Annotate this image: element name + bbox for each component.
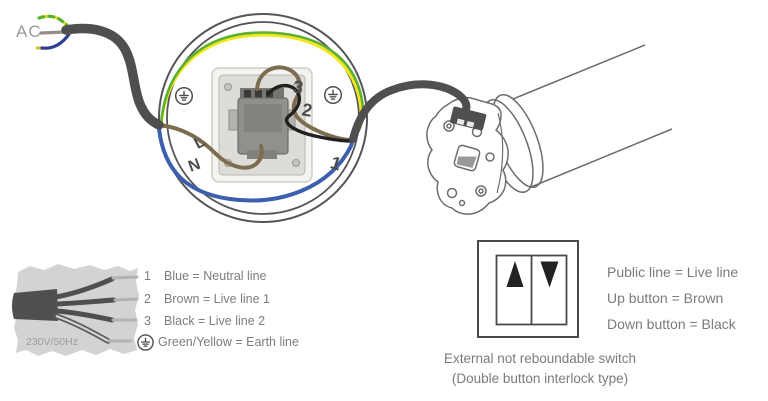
legend-text: Green/Yellow = Earth line (158, 335, 299, 349)
circle-wires (157, 65, 354, 203)
up-arrow-icon (506, 261, 524, 287)
wire-label-2: 2 (300, 99, 313, 120)
caption-line-1: External not reboundable switch (443, 351, 637, 366)
legend-num: 2 (144, 292, 151, 306)
ac-label: AC (16, 22, 42, 41)
tubular-motor-illustration (426, 44, 673, 215)
voltage-label: 230V/50Hz (26, 336, 78, 348)
legend-row-blue: 1 Blue = Neutral line (144, 268, 267, 284)
earth-icon (137, 333, 154, 351)
motor-cable (349, 80, 487, 143)
caption-line-2: (Double button interlock type) (451, 371, 629, 386)
blue-neutral-wire (157, 127, 354, 203)
earth-icon (174, 86, 194, 106)
motor-tube-bottom-edge (530, 128, 673, 188)
motor-cable-connector (449, 106, 487, 131)
legend-num: 3 (144, 314, 151, 328)
info-line-up: Up button = Brown (607, 290, 724, 306)
legend-row-brown: 2 Brown = Live line 1 (144, 291, 270, 307)
legend-text: Brown = Live line 1 (164, 292, 270, 306)
info-line-public: Public line = Live line (607, 264, 739, 280)
motor-tube-top-edge (512, 44, 646, 100)
switch-caption: External not reboundable switch (Double … (390, 349, 690, 389)
earth-icon (323, 85, 343, 105)
down-arrow-icon (540, 261, 559, 288)
info-line-down: Down button = Black (607, 316, 736, 332)
motor-shaft-hole (453, 144, 481, 172)
legend-row-earth: Green/Yellow = Earth line (137, 333, 299, 351)
double-button-switch-illustration (477, 240, 579, 338)
supply-cable-cross-section (12, 264, 139, 356)
legend-row-black: 3 Black = Live line 2 (144, 313, 265, 329)
brown-live-wire (157, 123, 264, 170)
brown-top-wire (255, 65, 354, 142)
legend-num: 1 (144, 269, 151, 283)
paper-patch (13, 264, 139, 356)
black-wire (266, 83, 354, 143)
cable-sheath-end (12, 289, 58, 321)
switch-wiring-info: Public line = Live line Up button = Brow… (607, 259, 738, 337)
wall-switch-photo (211, 67, 313, 183)
ac-supply-cable (35, 14, 164, 130)
wire-label-N: N (186, 156, 203, 176)
legend-text: Blue = Neutral line (164, 269, 267, 283)
wire-label-3: 3 (291, 76, 304, 97)
legend-text: Black = Live line 2 (164, 314, 266, 328)
